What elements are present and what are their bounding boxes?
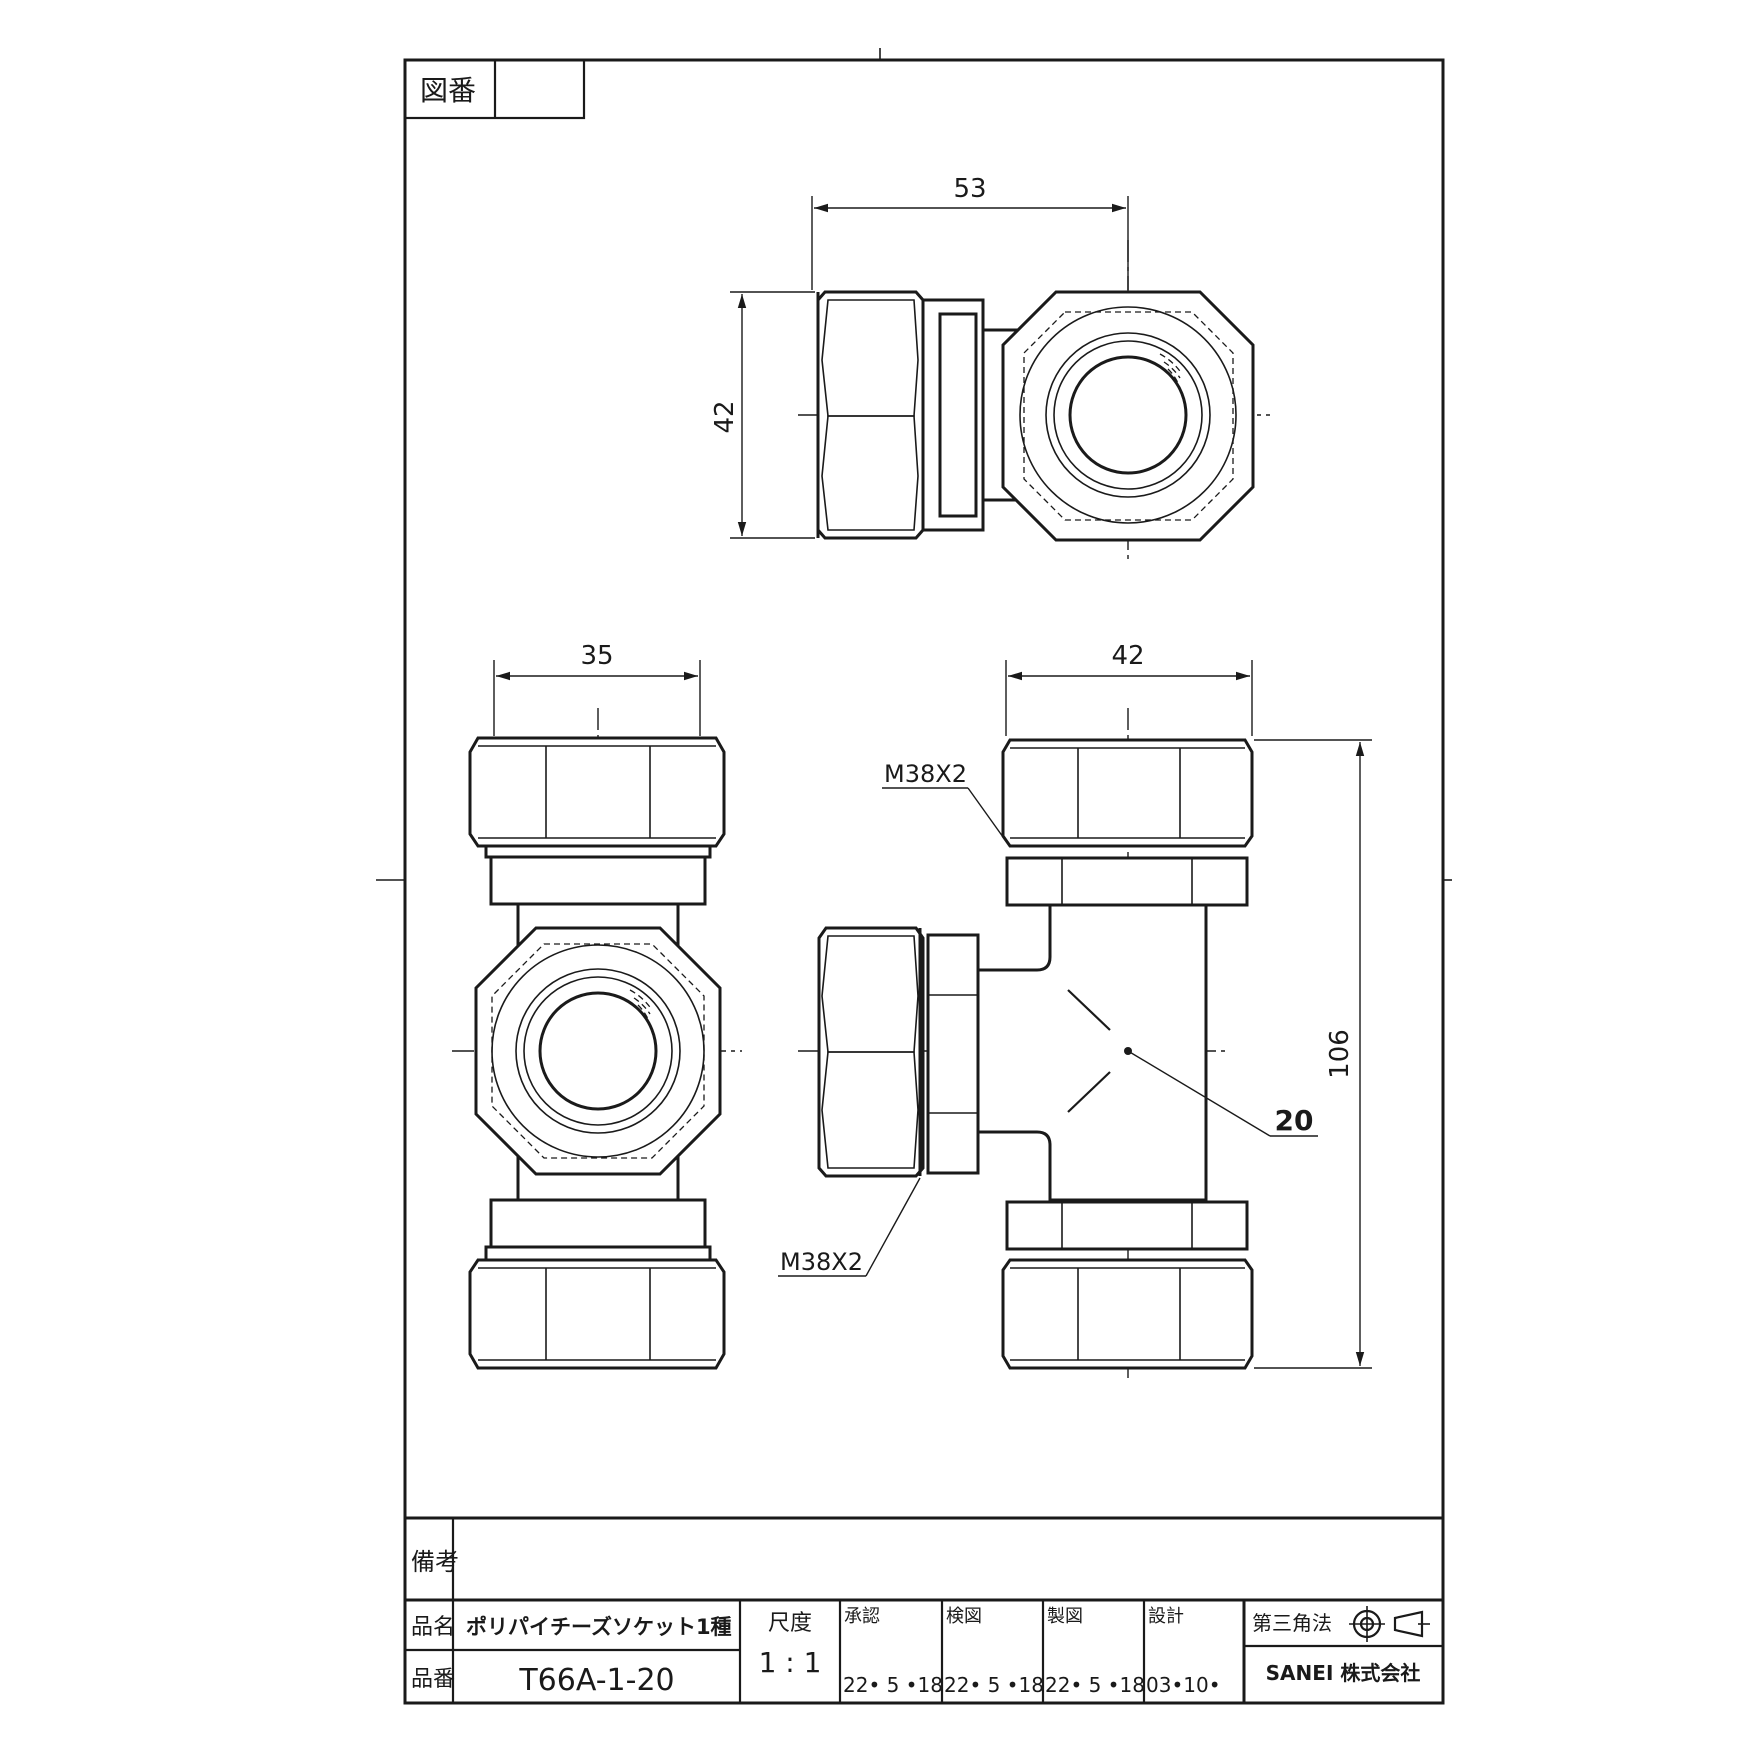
approved-label: 承認 bbox=[844, 1606, 880, 1627]
drawing-number-label: 図番 bbox=[420, 74, 476, 107]
checked-date: 22• 5 •18 bbox=[944, 1673, 1044, 1697]
drawn-label: 製図 bbox=[1047, 1606, 1083, 1627]
thread-upper-label: M38X2 bbox=[884, 760, 967, 788]
title-block: 備考 品名 ポリパイチーズソケット1種 品番 T66A-1-20 尺度 1 : … bbox=[405, 1516, 1443, 1703]
checked-label: 検図 bbox=[946, 1606, 982, 1627]
company-name: SANEI 株式会社 bbox=[1266, 1661, 1421, 1685]
scale-label: 尺度 bbox=[768, 1611, 812, 1636]
dim-front-width: 35 bbox=[580, 641, 613, 671]
part-name-value: ポリパイチーズソケット1種 bbox=[466, 1615, 732, 1639]
third-angle-projection-icon bbox=[1349, 1606, 1430, 1642]
dim-side-width: 42 bbox=[1111, 641, 1144, 671]
part-name-label: 品名 bbox=[411, 1615, 455, 1640]
dim-top-height: 42 bbox=[710, 400, 740, 433]
nominal-size-label: 20 bbox=[1275, 1104, 1314, 1137]
dim-side-height: 106 bbox=[1325, 1029, 1355, 1079]
front-view: 35 bbox=[452, 641, 742, 1370]
drawn-date: 22• 5 •18 bbox=[1045, 1673, 1145, 1697]
remarks-label: 備考 bbox=[411, 1548, 459, 1576]
projection-label: 第三角法 bbox=[1252, 1611, 1332, 1635]
designed-label: 設計 bbox=[1148, 1606, 1184, 1627]
designed-date: 03•10• bbox=[1146, 1673, 1221, 1697]
scale-value: 1 : 1 bbox=[759, 1646, 822, 1679]
drawing-number-box: 図番 bbox=[403, 58, 586, 120]
dim-top-width: 53 bbox=[953, 174, 986, 204]
drawing-frame bbox=[403, 58, 1445, 1705]
side-view: 20 42 106 M38X2 M38X2 bbox=[778, 641, 1372, 1380]
thread-lower-label: M38X2 bbox=[780, 1248, 863, 1276]
part-number-label: 品番 bbox=[411, 1667, 455, 1692]
part-number-value: T66A-1-20 bbox=[518, 1663, 674, 1698]
approved-date: 22• 5 •18 bbox=[843, 1673, 943, 1697]
top-view: 53 42 bbox=[710, 174, 1270, 560]
